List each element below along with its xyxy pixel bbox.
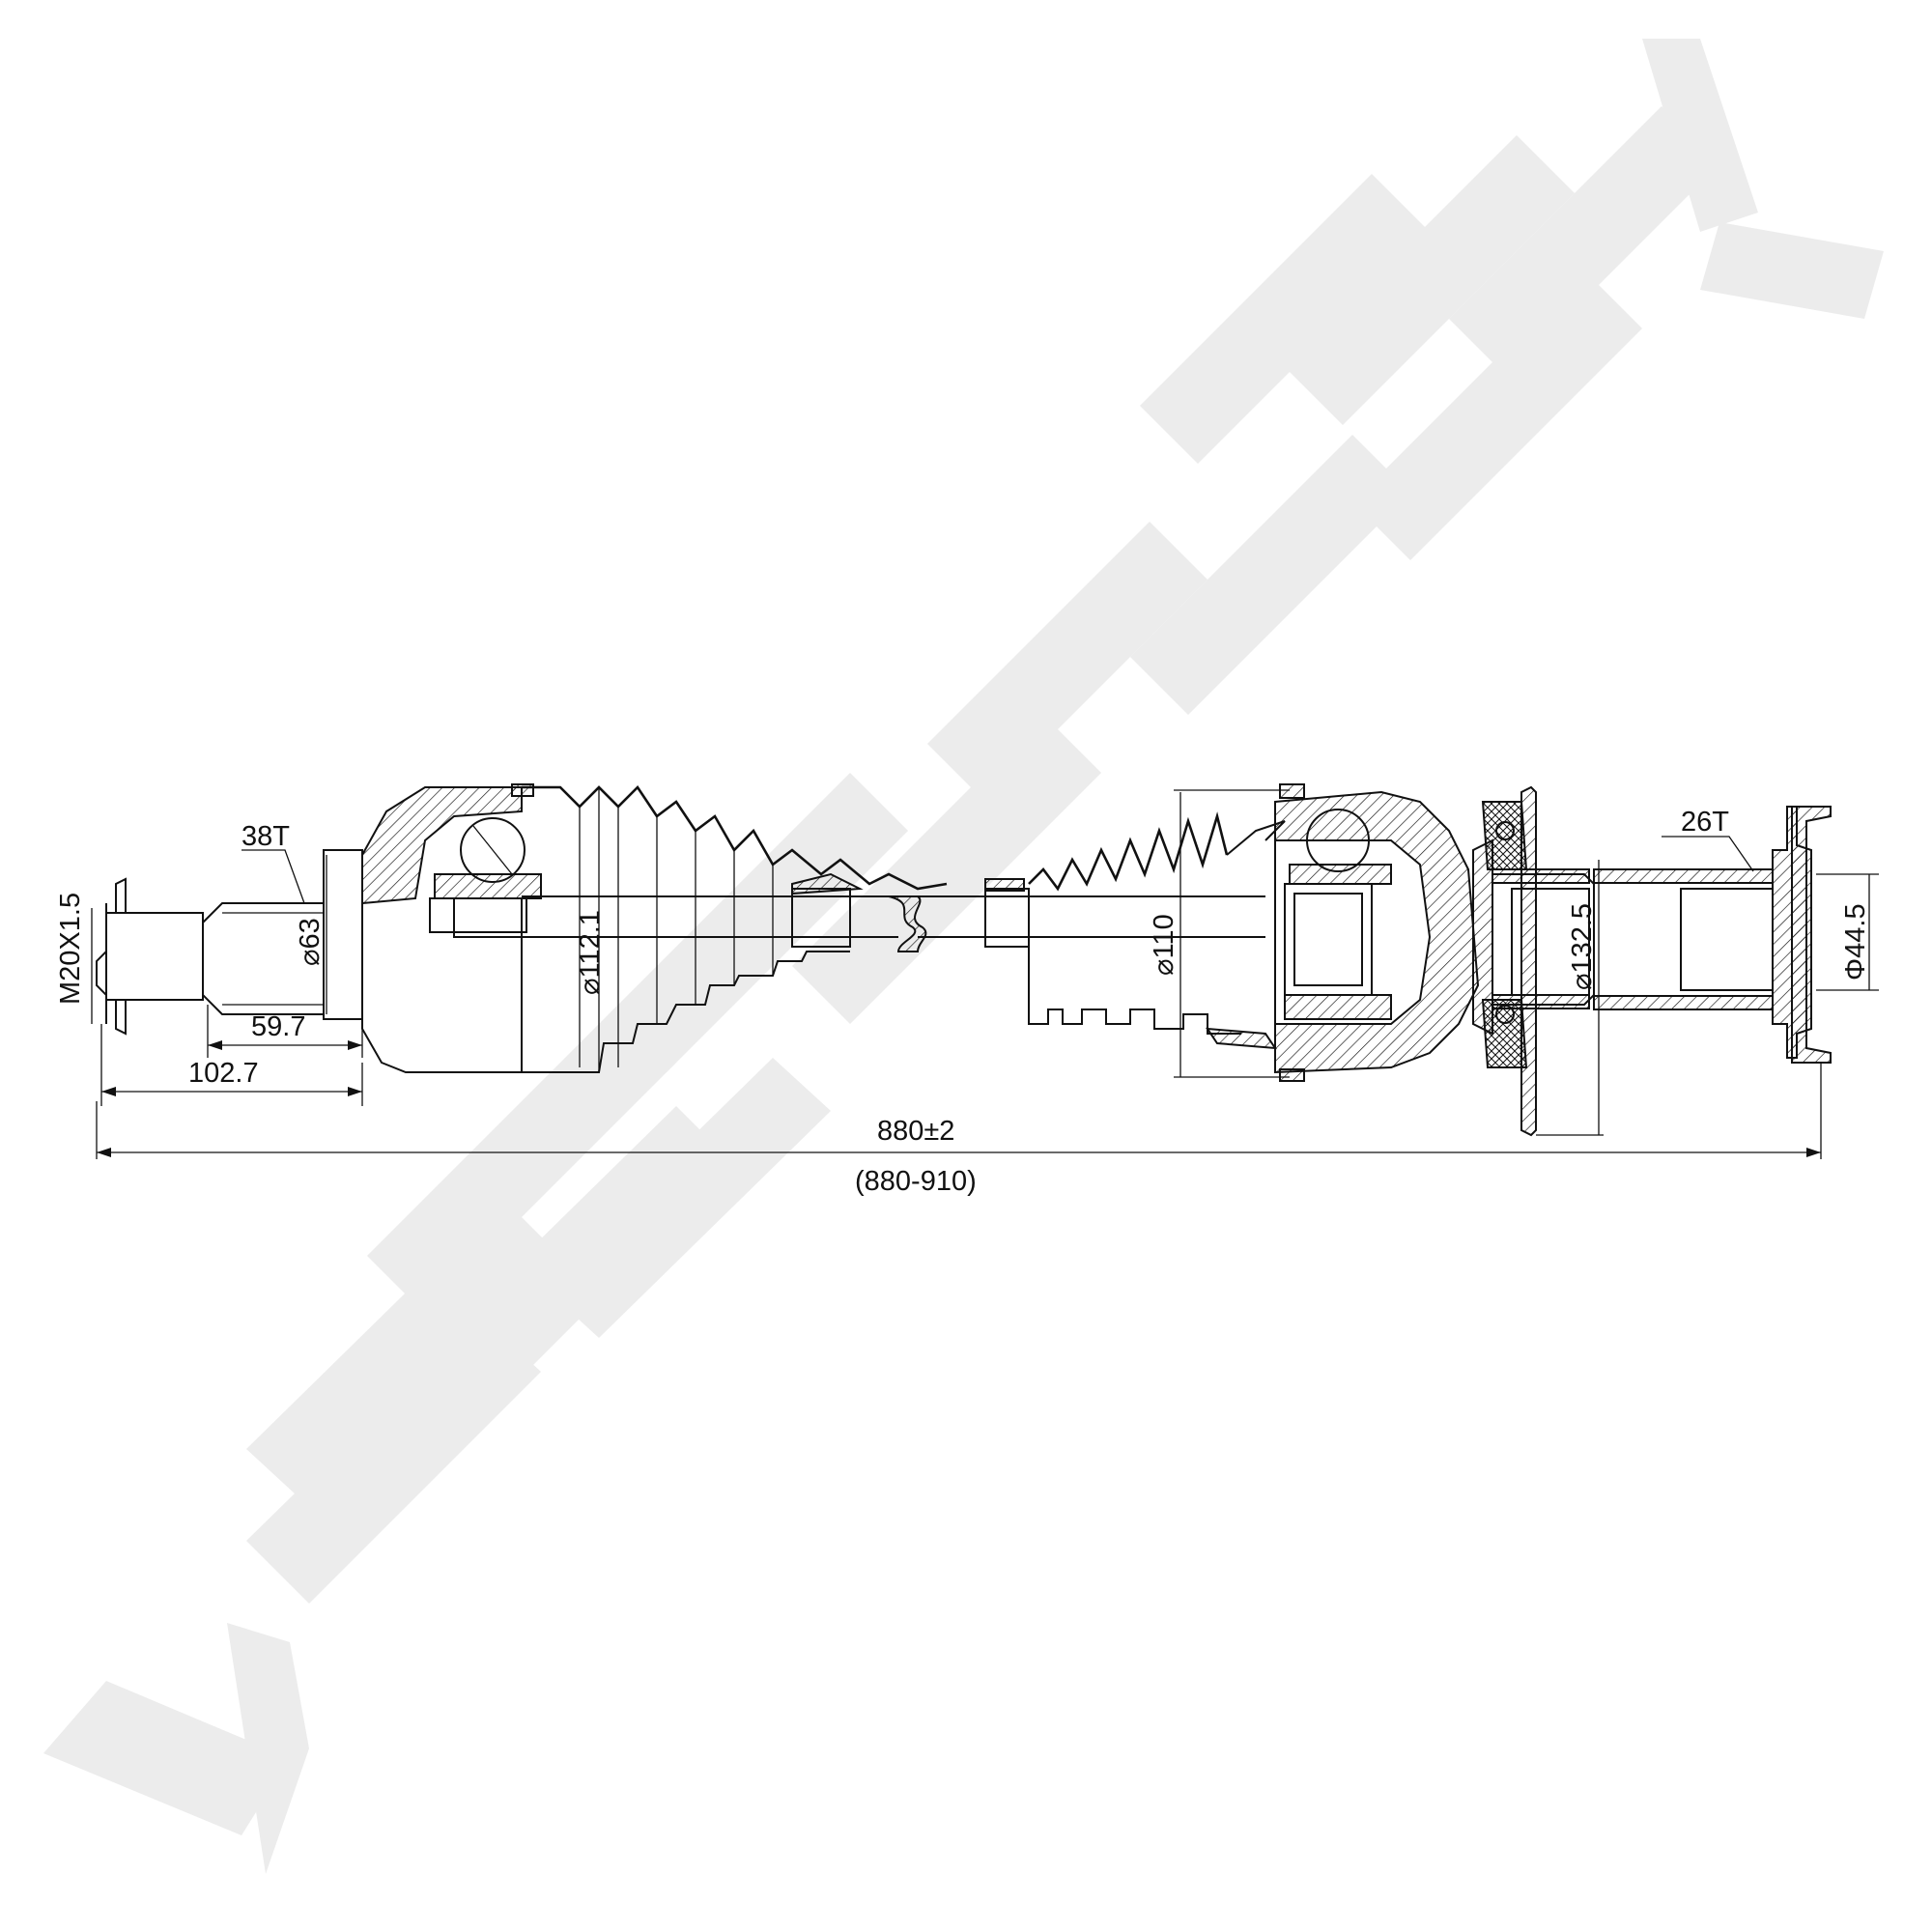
inner-stub-spline xyxy=(1594,868,1774,1010)
zennek-watermark-logo xyxy=(43,39,1884,1874)
shaft-break-symbol xyxy=(888,895,927,952)
inner-boot-bottom-band xyxy=(1206,1027,1277,1050)
watermark-letter-k-3 xyxy=(1700,222,1884,319)
watermark-letter-z xyxy=(43,1681,290,1835)
dimension-lines xyxy=(91,787,1879,1159)
inner-stub-bore xyxy=(1511,888,1590,996)
inner-cv-spider-core xyxy=(1293,893,1363,986)
watermark-letter-e-5 xyxy=(1140,174,1430,464)
outer-cv-cage xyxy=(434,873,542,899)
dim-total-arrow-left xyxy=(97,1148,111,1157)
label-38t: 38T xyxy=(242,821,290,852)
inner-stub-hub-section-lower xyxy=(1492,994,1590,1009)
watermark-letter-k-1 xyxy=(1449,106,1719,377)
inner-cv-race-upper xyxy=(1289,864,1392,885)
label-outer-shaft-diameter: ⌀63 xyxy=(295,918,326,966)
inner-cv-race-lower xyxy=(1284,994,1392,1020)
dimension-labels: M20X1.5 38T ⌀63 ⌀112.1 ⌀110 ⌀132.5 26T Φ… xyxy=(55,807,1871,1197)
main-shaft xyxy=(522,878,1265,952)
watermark-letter-e-6 xyxy=(1285,135,1575,425)
inner-flange-disc xyxy=(1520,785,1537,1137)
watermark-letter-e-3 xyxy=(541,1058,831,1338)
outer-cv-inner-race xyxy=(453,897,523,938)
outer-boot xyxy=(522,784,948,1073)
label-outer-boot-diameter: ⌀112.1 xyxy=(575,910,606,995)
label-length-range: (880-910) xyxy=(855,1166,977,1197)
dim-38t-leader xyxy=(242,849,305,904)
inner-stub-end-cap xyxy=(1791,806,1832,1064)
watermark-letter-n-1 xyxy=(609,773,908,1072)
inner-cv-band-bottom xyxy=(1279,1068,1305,1082)
bearing-lower xyxy=(1481,999,1528,1068)
inner-stub-spline-top xyxy=(1593,868,1774,884)
thread-nut xyxy=(105,912,204,1001)
outer-stub-shaft xyxy=(96,849,363,1036)
watermark-letter-e-1 xyxy=(246,1198,560,1507)
label-outer-length: 102.7 xyxy=(188,1058,259,1089)
dim-26t-leader xyxy=(1662,836,1754,872)
outer-cv-ball-axis xyxy=(472,825,513,875)
inner-stub-shaft xyxy=(1472,785,1832,1137)
watermark-letter-k-2 xyxy=(1642,39,1758,232)
bearing-ball-upper xyxy=(1495,821,1515,840)
label-thread: M20X1.5 xyxy=(55,893,86,1005)
outer-cv-race xyxy=(429,897,527,933)
stub-shoulder xyxy=(323,849,363,1020)
dim-total-arrow-right xyxy=(1806,1148,1821,1157)
label-inner-flange-diameter: ⌀132.5 xyxy=(1567,903,1598,990)
shaft-collar-left xyxy=(791,888,851,948)
inner-boot-top-bellows xyxy=(1028,811,1229,892)
dim-102-7-arrow-left xyxy=(101,1087,116,1096)
inner-stub-spline-bottom xyxy=(1593,995,1774,1010)
label-26t: 26T xyxy=(1681,807,1729,838)
watermark-letter-n-2 xyxy=(792,715,1101,1024)
label-inner-boot-diameter: ⌀110 xyxy=(1149,914,1179,976)
label-stub-length: 59.7 xyxy=(251,1011,305,1042)
inner-cv-band-top xyxy=(1279,783,1305,799)
dim-59-7-arrow-right xyxy=(348,1040,362,1050)
thread-cap xyxy=(115,877,127,1036)
outer-cv-housing-section xyxy=(361,786,523,905)
inner-boot-bottom xyxy=(1028,947,1241,1035)
watermark-letter-e-4 xyxy=(367,1005,676,1314)
watermark-letter-z-stem xyxy=(227,1623,309,1874)
inner-cv-spider xyxy=(1284,883,1373,996)
dim-59-7-arrow-left xyxy=(208,1040,222,1050)
inner-stub-hub-section xyxy=(1492,868,1590,884)
watermark-letter-e-7 xyxy=(1352,270,1642,560)
outer-cv-housing-outline xyxy=(361,903,523,1073)
shaft-collar-right-section xyxy=(984,878,1025,892)
dim-102-7-arrow-right xyxy=(348,1087,362,1096)
inner-cv-housing-section xyxy=(1274,790,1480,1074)
thread-end xyxy=(96,903,107,1024)
watermark-letter-n-3 xyxy=(927,522,1208,802)
inner-cv-joint xyxy=(1274,783,1480,1082)
outer-boot-top-bellows xyxy=(522,784,948,891)
bearing-upper xyxy=(1481,801,1528,870)
label-inner-shaft-diameter: Φ44.5 xyxy=(1840,903,1871,980)
inner-stub-spline-bore xyxy=(1680,888,1774,991)
label-total-length: 880±2 xyxy=(877,1116,954,1147)
outer-cv-joint xyxy=(361,783,542,1073)
watermark-letter-n-4 xyxy=(1130,435,1410,715)
